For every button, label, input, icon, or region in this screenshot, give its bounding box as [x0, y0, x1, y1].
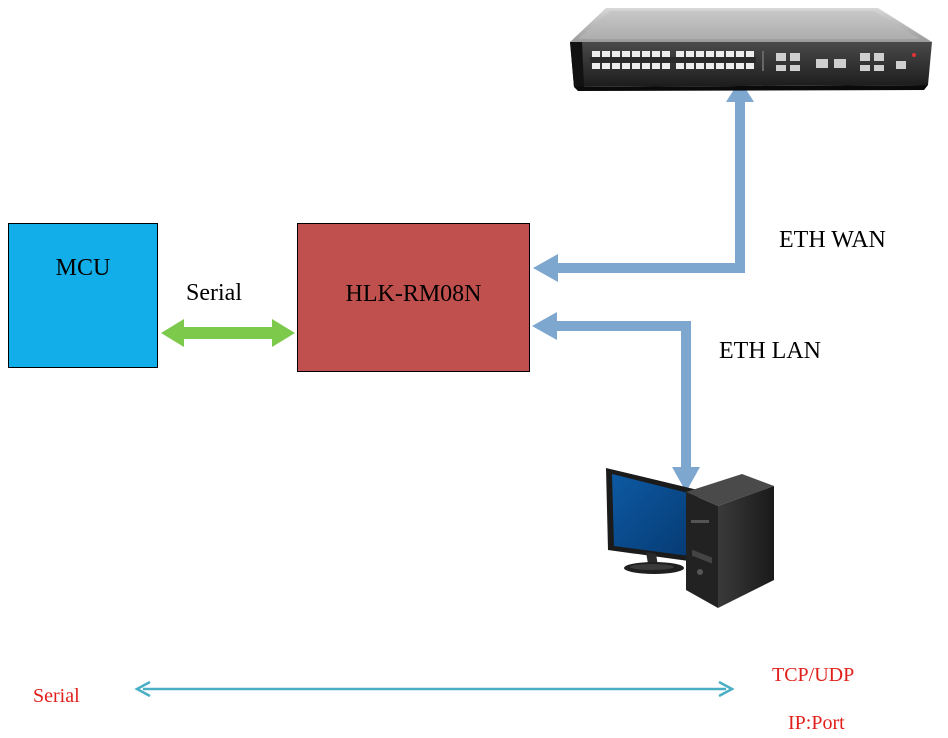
serial-link-arrow [161, 319, 295, 347]
desktop-computer-icon [606, 468, 774, 608]
serial-endpoint-label: Serial [33, 685, 80, 707]
mcu-box: MCU [8, 223, 158, 368]
serial-link-label: Serial [186, 280, 242, 306]
eth-lan-label: ETH LAN [719, 338, 821, 364]
tcp-udp-label: TCP/UDP [772, 664, 855, 686]
eth-lan-connector [532, 312, 700, 492]
network-switch-icon [570, 8, 932, 91]
ip-port-label: IP:Port [788, 712, 845, 734]
transparent-transmission-arrow [134, 680, 735, 698]
hlk-module-label: HLK-RM08N [345, 280, 482, 307]
mcu-label: MCU [55, 254, 111, 281]
eth-wan-label: ETH WAN [779, 227, 886, 253]
hlk-module-box: HLK-RM08N [297, 223, 530, 372]
eth-wan-connector [533, 80, 754, 282]
